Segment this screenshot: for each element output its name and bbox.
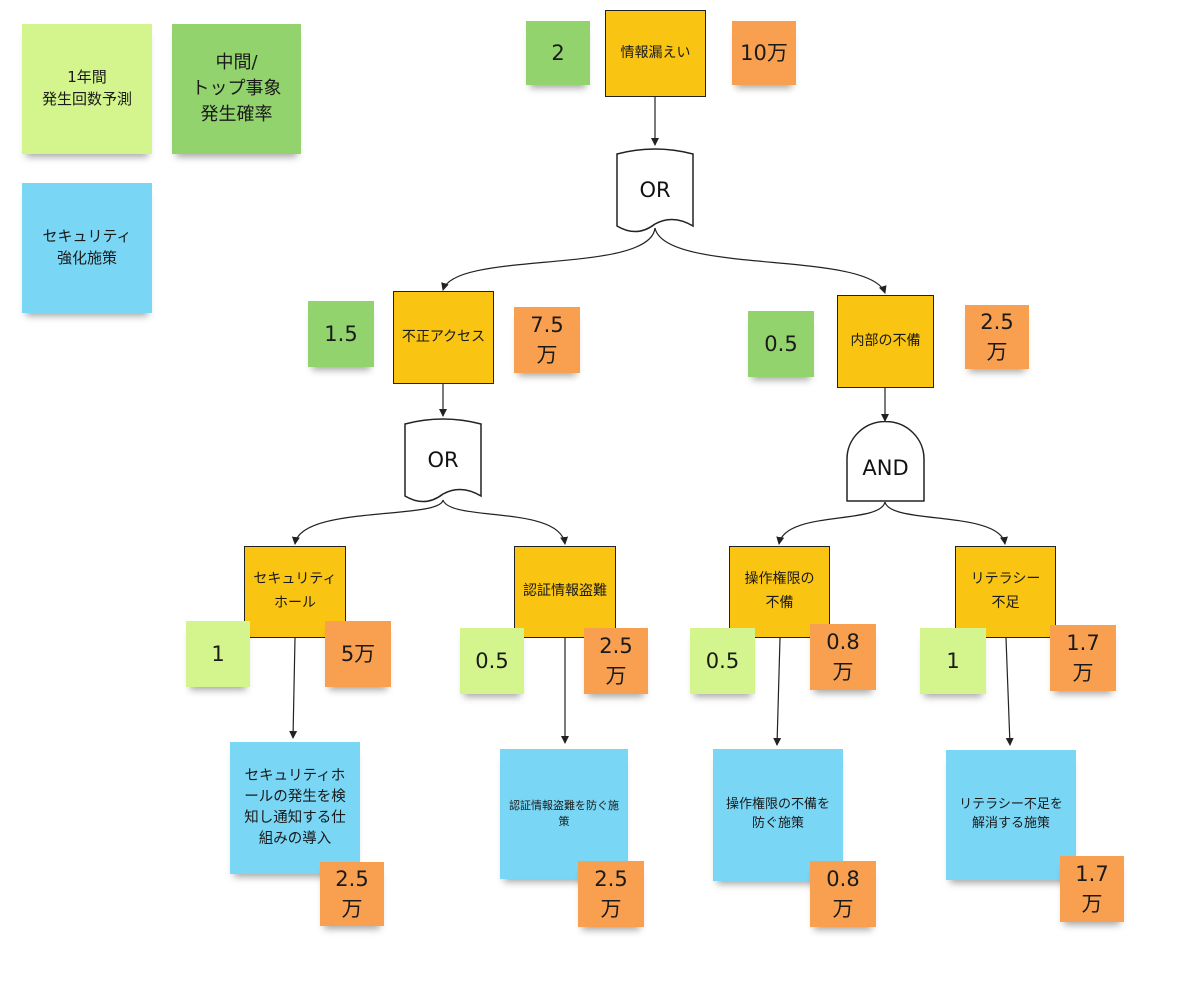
permission-flaw-count-note: 0.5 <box>690 628 755 694</box>
security-hole-count-note: 1 <box>186 621 250 687</box>
unauthorized-access-loss-note: 7.5万 <box>514 307 580 373</box>
literacy-shortage-count-note: 1 <box>920 628 986 694</box>
event-literacy-shortage[interactable]: リテラシー 不足 <box>955 546 1056 638</box>
literacy-shortage-measure-loss-note: 1.7万 <box>1060 856 1124 922</box>
edge-or-to-unauthorized-access <box>441 227 656 291</box>
permission-flaw-loss-note: 0.8万 <box>810 624 876 690</box>
or-gate-left-label: OR <box>427 448 459 472</box>
or-gate-top-label: OR <box>639 178 671 202</box>
legend-security-measures-note: セキュリティ 強化施策 <box>22 183 152 313</box>
internal-flaw-count-note: 0.5 <box>748 311 814 377</box>
literacy-shortage-measure-note: リテラシー不足を 解消する施策 <box>946 750 1076 880</box>
event-unauthorized-access[interactable]: 不正アクセス <box>393 291 494 384</box>
unauthorized-access-count-note: 1.5 <box>308 301 374 367</box>
edge-or-to-credential-theft <box>442 499 569 545</box>
event-credential-theft[interactable]: 認証情報盗難 <box>514 546 616 638</box>
permission-flaw-measure-note: 操作権限の不備を 防ぐ施策 <box>713 749 843 881</box>
top-count-note: 2 <box>526 21 590 85</box>
or-gate-top[interactable]: OR <box>615 146 695 234</box>
or-gate-shape <box>404 418 482 503</box>
edge-and-to-permission-flaw <box>776 501 886 545</box>
or-gate-shape <box>616 148 694 233</box>
edge-security-hole-to-measure <box>289 637 298 739</box>
or-gate-left[interactable]: OR <box>403 416 483 504</box>
legend-annual-count-note: 1年間 発生回数予測 <box>22 24 152 154</box>
and-gate-right[interactable]: AND <box>846 421 925 502</box>
credential-theft-count-note: 0.5 <box>460 628 524 694</box>
edge-literacy-to-measure <box>1005 637 1014 746</box>
security-hole-measure-note: セキュリティホールの発生を検知し通知する仕組みの導入 <box>230 742 360 874</box>
literacy-shortage-loss-note: 1.7万 <box>1050 625 1116 691</box>
credential-theft-measure-note: 認証情報盗難を防ぐ施策 <box>500 749 628 879</box>
internal-flaw-loss-note: 2.5万 <box>965 305 1029 369</box>
credential-theft-loss-note: 2.5万 <box>584 628 648 694</box>
edge-permission-flaw-to-measure <box>773 637 782 746</box>
legend-probability-note: 中間/ トップ事象 発生確率 <box>172 24 301 154</box>
and-gate-right-label: AND <box>862 455 909 480</box>
event-internal-flaw[interactable]: 内部の不備 <box>837 295 934 388</box>
edge-or-to-internal-flaw <box>654 227 887 294</box>
event-permission-flaw[interactable]: 操作権限の 不備 <box>729 546 830 638</box>
security-hole-measure-loss-note: 2.5万 <box>320 862 384 926</box>
security-hole-loss-note: 5万 <box>325 621 391 687</box>
permission-flaw-measure-loss-note: 0.8万 <box>810 861 876 927</box>
top-event-info-leak[interactable]: 情報漏えい <box>605 10 706 97</box>
top-loss-note: 10万 <box>732 21 796 85</box>
edge-or-to-security-hole <box>291 499 444 545</box>
credential-theft-measure-loss-note: 2.5万 <box>578 861 644 927</box>
edge-and-to-literacy <box>884 501 1008 545</box>
